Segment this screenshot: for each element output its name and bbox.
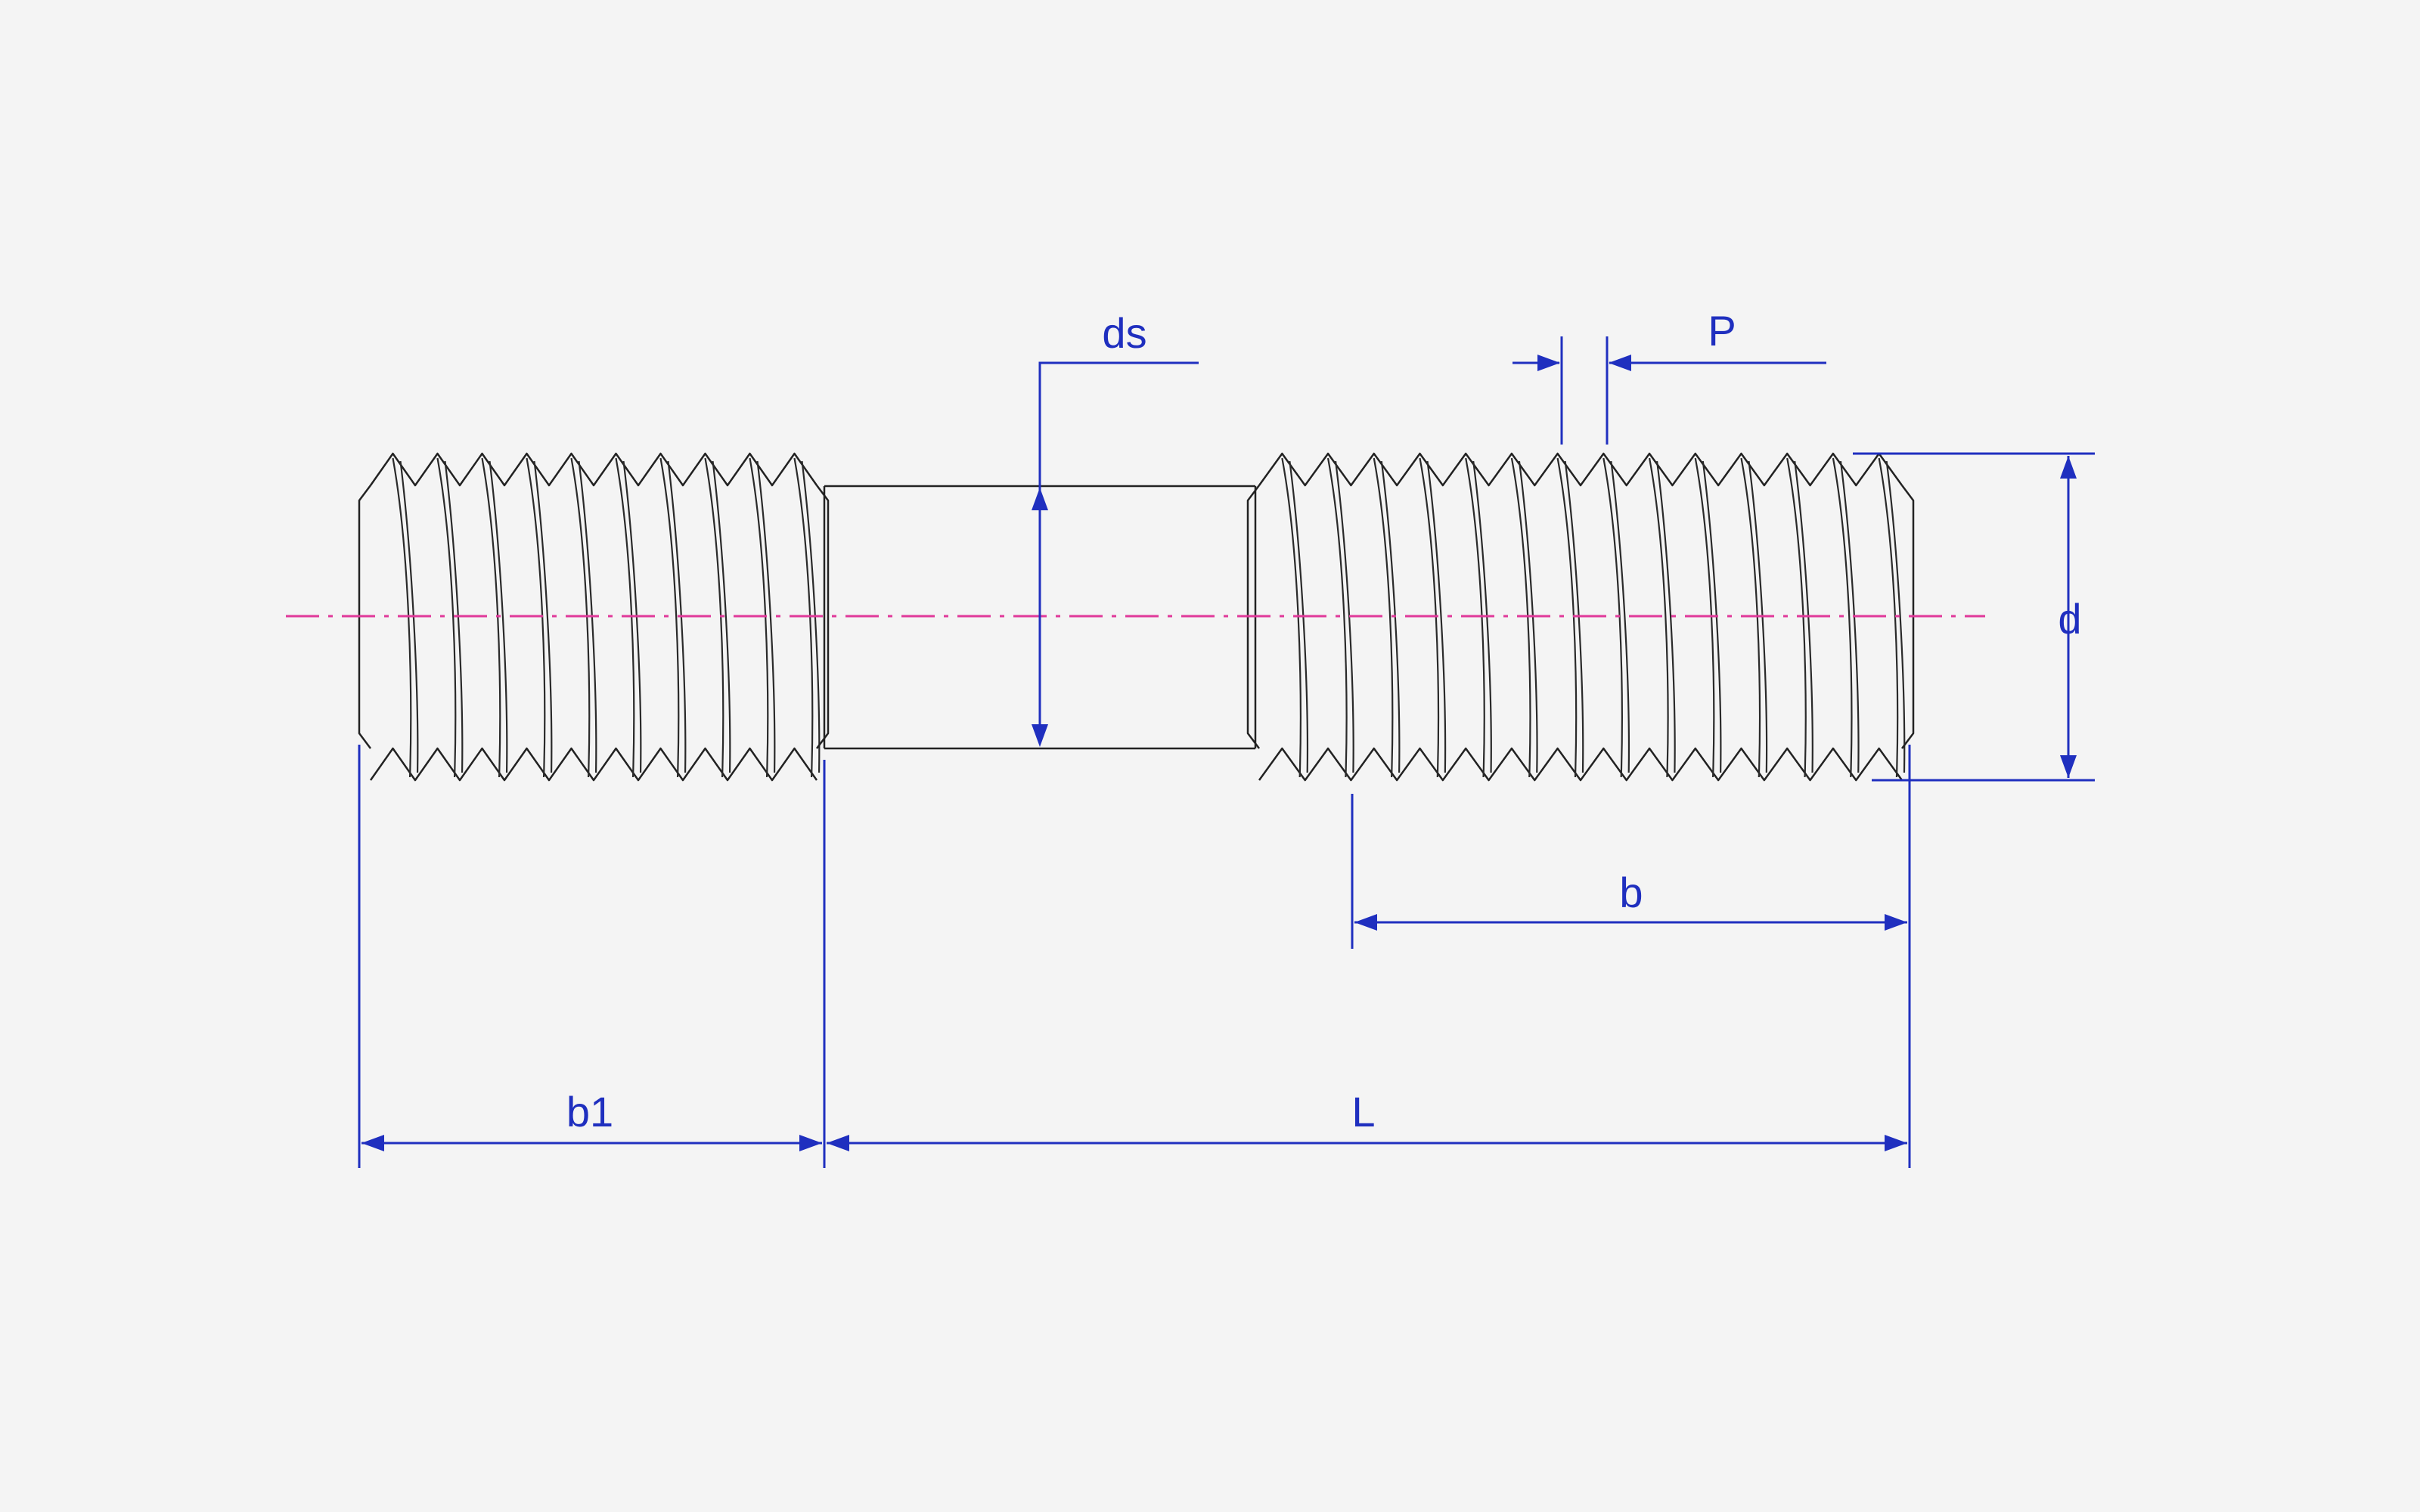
label-ds: ds	[1102, 309, 1146, 357]
thread-flank	[659, 457, 680, 778]
thread-flank	[756, 460, 776, 773]
label-d: d	[2058, 595, 2081, 643]
thread-flank	[1556, 457, 1578, 778]
label-b1: b1	[566, 1088, 613, 1136]
right-thread	[1246, 452, 1915, 782]
thread-flank	[1564, 460, 1584, 773]
thread-flank	[1419, 457, 1440, 778]
thread-flank	[1878, 457, 1899, 778]
thread-flank	[1748, 460, 1768, 773]
thread-flank	[749, 457, 769, 778]
thread-flank	[667, 460, 687, 773]
thread-flank	[1334, 460, 1354, 773]
thread-flank	[533, 460, 553, 773]
thread-flank	[1740, 457, 1761, 778]
thread-flank	[1786, 457, 1807, 778]
thread-flank	[392, 457, 412, 778]
thread-flank	[1694, 457, 1715, 778]
left-thread	[358, 452, 830, 782]
thread-flank	[1602, 457, 1623, 778]
thread-flank	[444, 460, 464, 773]
thread-flank	[1281, 457, 1302, 778]
thread-flank	[1426, 460, 1447, 773]
thread-flank	[399, 460, 419, 773]
thread-flank	[1702, 460, 1722, 773]
thread-flank	[793, 457, 814, 778]
thread-flank	[1832, 457, 1853, 778]
thread-flank	[712, 460, 731, 773]
thread-flank	[1380, 460, 1401, 773]
thread-flank	[704, 457, 724, 778]
thread-flank	[481, 457, 501, 778]
label-b: b	[1619, 869, 1643, 916]
thread-flank	[489, 460, 508, 773]
thread-flank	[1518, 460, 1538, 773]
label-pitch: P	[1708, 307, 1736, 355]
dimension-pitch: P	[1512, 307, 1826, 445]
thread-crest-bottom	[1258, 747, 1903, 782]
thread-flank	[578, 460, 597, 773]
thread-flank	[1510, 457, 1531, 778]
thread-flank	[622, 460, 642, 773]
thread-flank	[615, 457, 635, 778]
thread-flank	[1373, 457, 1394, 778]
thread-flank	[1655, 460, 1676, 773]
thread-flank	[1289, 460, 1309, 773]
thread-flank	[1648, 457, 1669, 778]
thread-crest-bottom	[369, 747, 818, 782]
thread-flank	[1885, 460, 1906, 773]
thread-flank	[1472, 460, 1492, 773]
thread-flank	[801, 460, 821, 773]
thread-flank	[1610, 460, 1630, 773]
dimension-b: b	[1351, 745, 1911, 1168]
dimension-ds: ds	[1032, 309, 1199, 747]
dimension-L: L	[827, 1088, 1907, 1151]
thread-flank	[570, 457, 591, 778]
thread-flank	[1326, 457, 1348, 778]
thread-flank	[1794, 460, 1813, 773]
thread-crest-top	[1258, 452, 1903, 487]
thread-flank	[526, 457, 546, 778]
dimension-b1: b1	[358, 745, 826, 1168]
label-L: L	[1351, 1088, 1375, 1136]
thread-flank	[436, 457, 457, 778]
thread-chamfer	[816, 485, 830, 749]
thread-flank	[1465, 457, 1485, 778]
thread-flank	[1839, 460, 1860, 773]
